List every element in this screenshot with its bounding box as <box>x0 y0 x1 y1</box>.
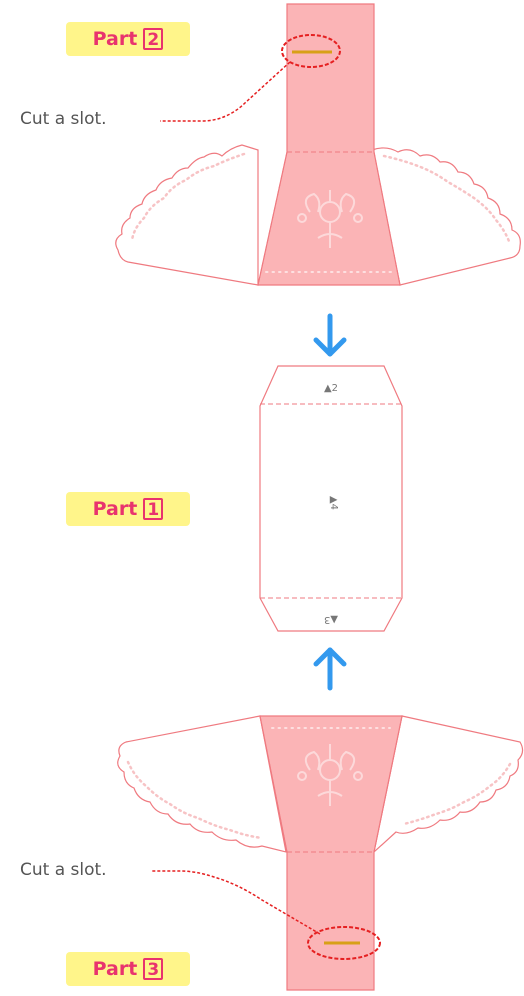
part3-right-dots <box>402 762 512 826</box>
part3-label: Part 3 <box>66 952 190 986</box>
part3-callout-leader <box>152 870 321 935</box>
part2-piece <box>115 3 521 286</box>
part2-label: Part 2 <box>66 22 190 56</box>
part2-right-wing <box>371 147 521 286</box>
part1-label-text: Part <box>92 498 138 520</box>
part3-label-text: Part <box>92 958 138 980</box>
part2-right-dots <box>382 154 512 246</box>
part1-label: Part 1 <box>66 492 190 526</box>
part2-label-text: Part <box>92 28 138 50</box>
part2-slot-callout <box>281 34 341 68</box>
part3-left-dots <box>126 760 264 840</box>
part2-label-number: 2 <box>143 28 164 50</box>
part2-left-dots <box>130 152 246 242</box>
part2-callout-leader <box>160 61 291 122</box>
part1-outline <box>259 365 403 632</box>
part3-right-wing <box>373 715 524 854</box>
part3-left-wing <box>117 715 287 853</box>
arrow-down-icon <box>313 313 347 357</box>
part1-piece: ▲2 ▲4 ▲3 <box>259 365 403 632</box>
cut-slot-label-top: Cut a slot. <box>20 109 107 129</box>
marker-middle: ▲4 <box>328 496 339 510</box>
cut-slot-label-bottom: Cut a slot. <box>20 860 107 880</box>
part2-ornament <box>297 190 363 248</box>
part1-label-number: 1 <box>143 498 164 520</box>
part3-slot-callout <box>307 926 381 960</box>
marker-top: ▲2 <box>324 383 338 394</box>
part3-label-number: 3 <box>143 958 164 980</box>
part3-ornament <box>297 744 363 806</box>
marker-bottom: ▲3 <box>324 614 338 625</box>
part3-piece <box>117 715 524 991</box>
part2-left-wing <box>115 144 259 286</box>
arrow-up-icon <box>313 647 347 691</box>
